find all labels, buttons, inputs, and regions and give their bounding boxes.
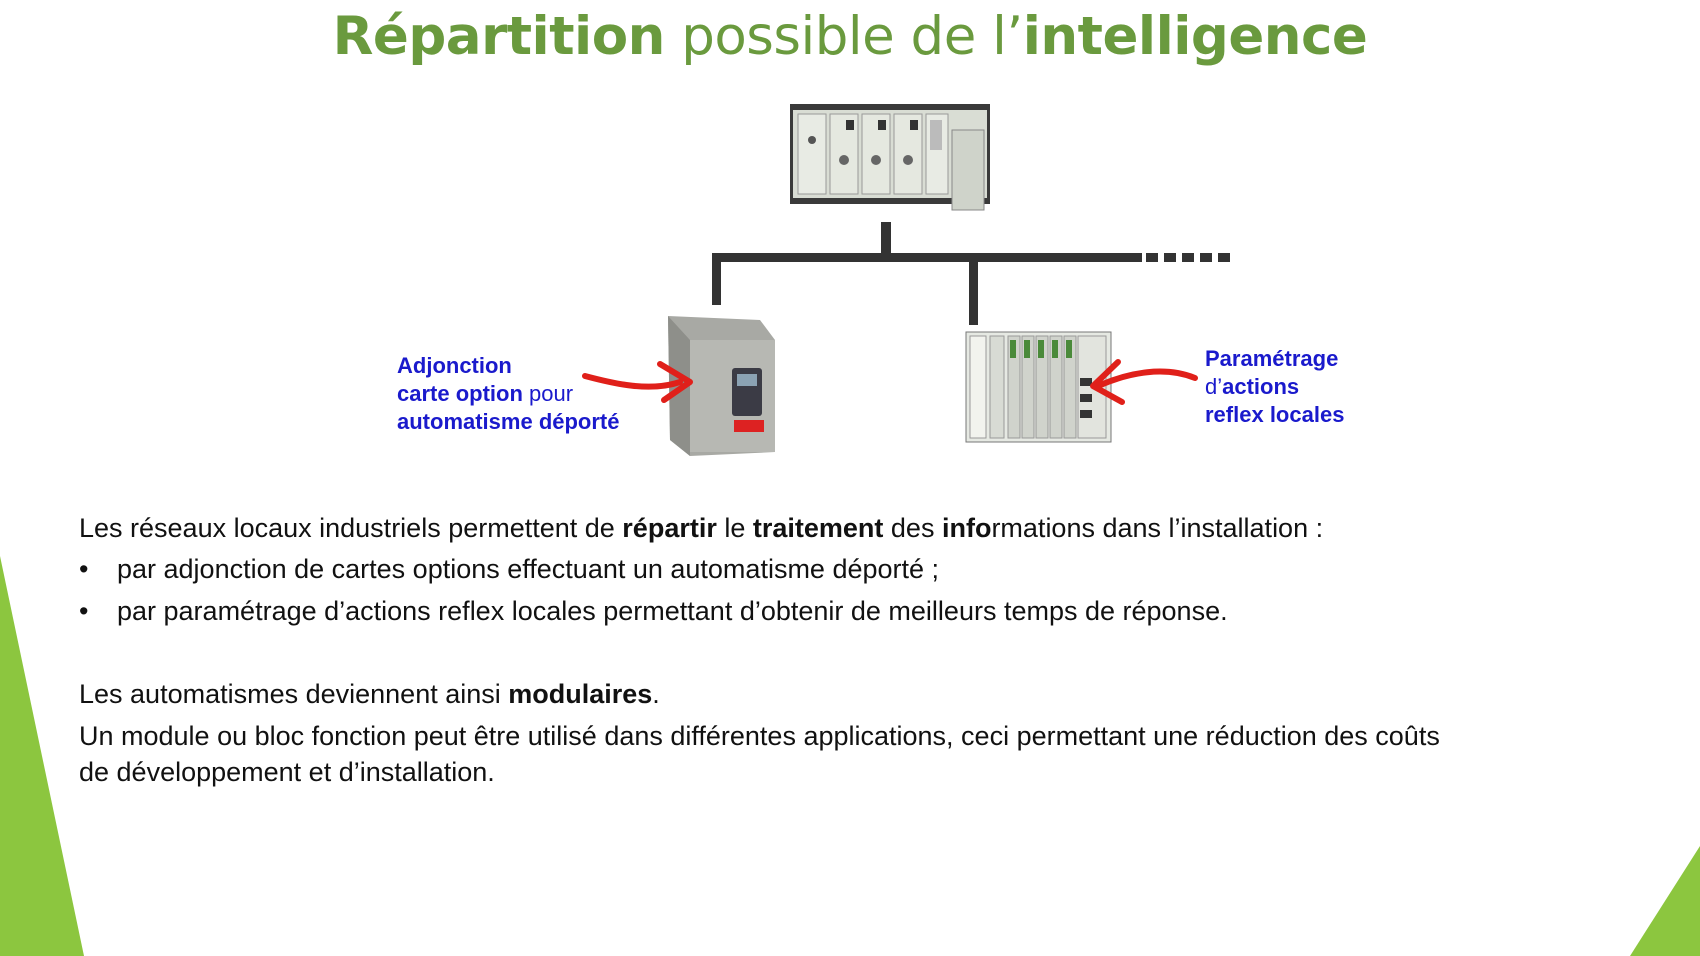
- intro-b2: traitement: [752, 513, 884, 543]
- plc-rack-image: [790, 104, 990, 211]
- arrow-left: [582, 361, 693, 403]
- intro-t1: Les réseaux locaux industriels permetten…: [79, 513, 623, 543]
- intro-b3: info: [941, 513, 992, 543]
- io-block-image: [965, 331, 1112, 443]
- modular-t2: .: [652, 679, 660, 709]
- callout-right: Paramétrage d’actions reflex locales: [1205, 345, 1344, 429]
- callout-left-line3: automatisme déporté: [397, 409, 620, 434]
- bullet-text: par paramétrage d’actions reflex locales…: [117, 596, 1228, 626]
- network-bus: [712, 222, 1230, 325]
- modular-b1: modulaires: [508, 679, 653, 709]
- title-part-3: intelligence: [1022, 6, 1368, 67]
- bullet-dot: •: [79, 596, 89, 626]
- bullet-dot: •: [79, 554, 89, 584]
- modular-paragraph: Les automatismes deviennent ainsi modula…: [79, 676, 660, 712]
- intro-paragraph: Les réseaux locaux industriels permetten…: [79, 510, 1323, 546]
- arrow-right: [1090, 359, 1198, 405]
- intro-b1: répartir: [622, 513, 717, 543]
- decor-triangle-right: [1630, 846, 1700, 956]
- module-paragraph: Un module ou bloc fonction peut être uti…: [79, 718, 1440, 790]
- callout-left-line2-bold: carte option: [397, 381, 523, 406]
- intro-t4: rmations dans l’installation :: [991, 513, 1324, 543]
- decor-triangle-left: [0, 556, 84, 956]
- intro-t3: des: [883, 513, 942, 543]
- module-paragraph-line2: de développement et d’installation.: [79, 757, 495, 787]
- slide-title: Répartition possible de l’intelligence: [0, 6, 1700, 67]
- title-part-1: Répartition: [332, 6, 666, 67]
- intro-t2: le: [716, 513, 753, 543]
- callout-right-line3: reflex locales: [1205, 402, 1345, 427]
- title-part-2: possible de l’: [664, 6, 1023, 67]
- bullet-text: par adjonction de cartes options effectu…: [117, 554, 940, 584]
- callout-right-line2-thin: d’: [1205, 374, 1223, 399]
- callout-left: Adjonction carte option pour automatisme…: [397, 352, 620, 436]
- network-diagram: [582, 104, 1230, 456]
- callout-left-line2-thin: pour: [522, 381, 574, 406]
- callout-left-line2: carte option pour: [397, 380, 620, 408]
- module-paragraph-line1: Un module ou bloc fonction peut être uti…: [79, 721, 1440, 751]
- speed-drive-image: [668, 316, 775, 456]
- callout-right-line1: Paramétrage: [1205, 346, 1339, 371]
- callout-right-line2-bold: actions: [1222, 374, 1300, 399]
- callout-left-line1: Adjonction: [397, 353, 512, 378]
- callout-right-line2: d’actions: [1205, 373, 1344, 401]
- modular-t1: Les automatismes deviennent ainsi: [79, 679, 509, 709]
